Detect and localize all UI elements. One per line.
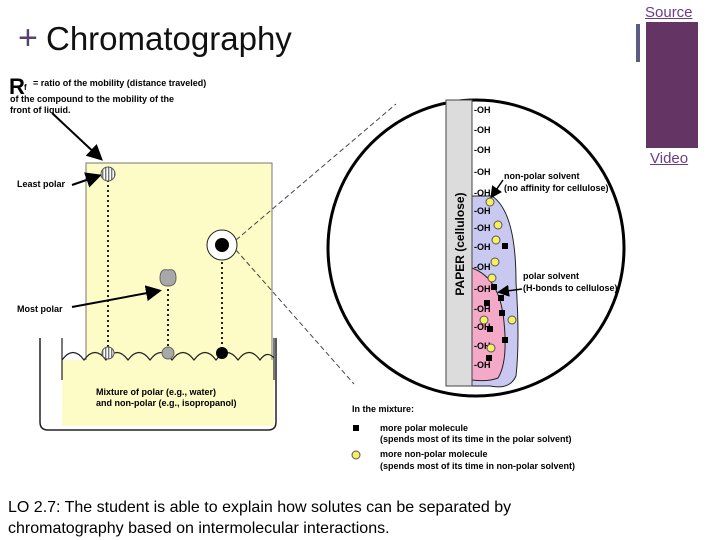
learning-objective: LO 2.7: The student is able to explain h… [8, 499, 512, 537]
oh-label: -OH [474, 145, 491, 155]
oh-label: -OH [474, 188, 491, 198]
beaker [39, 338, 277, 431]
polar-molecule [487, 326, 493, 332]
video-link[interactable]: Video [650, 150, 689, 167]
spot-most-polar-top [159, 269, 177, 287]
rf-definition-line3: front of liquid. [10, 105, 70, 115]
legend-more-polar-note: (spends most of its time in the polar so… [380, 434, 572, 444]
liquid-surface [61, 351, 275, 362]
oh-label: -OH [474, 262, 491, 272]
polar-molecule [502, 337, 508, 343]
nonpolar-molecule [490, 257, 500, 267]
polar-solvent-label-line2: (H-bonds to cellulose) [523, 283, 618, 293]
polar-molecules [484, 243, 508, 361]
polar-molecule [484, 300, 490, 306]
legend-more-nonpolar: more non-polar molecule [380, 449, 488, 459]
polar-molecule [486, 355, 492, 361]
nonpolar-molecule [485, 197, 495, 207]
oh-label: -OH [474, 125, 491, 135]
nonpolar-molecule [487, 273, 497, 283]
zoom-line-top [235, 103, 397, 241]
rf-symbol: R [9, 74, 25, 99]
oh-label: -OH [474, 242, 491, 252]
nonpolar-molecule [486, 343, 496, 353]
nonpolar-solvent-arrow [490, 179, 504, 199]
slide-title: Chromatography [46, 20, 292, 57]
spot-least-polar-origin [101, 346, 115, 360]
nonpolar-molecule [493, 220, 503, 230]
polar-solvent-label-line1: polar solvent [523, 271, 579, 281]
paper-label: PAPER (cellulose) [453, 192, 467, 295]
oh-label: -OH [474, 223, 491, 233]
nonpolar-molecule [491, 235, 501, 245]
legend-more-polar: more polar molecule [380, 423, 468, 433]
mixture-label-line2: and non-polar (e.g., isopropanol) [96, 398, 237, 408]
mixture-label-line1: Mixture of polar (e.g., water) [96, 387, 216, 397]
most-polar-arrow [71, 285, 162, 308]
nonpolar-dot-legend-icon [351, 450, 361, 460]
polar-molecule [499, 310, 505, 316]
least-polar-arrow [71, 172, 102, 188]
polar-molecule [491, 284, 497, 290]
rf-arrow [51, 112, 103, 161]
accent-panel [646, 22, 698, 148]
zoom-line-bottom [235, 249, 355, 385]
mixture-liquid [62, 360, 274, 426]
polar-solvent-arrow [497, 284, 523, 297]
oh-label: -OH [474, 304, 491, 314]
least-polar-label: Least polar [17, 179, 66, 189]
rf-subscript: f [24, 83, 27, 92]
polar-molecule [498, 295, 504, 301]
spot-most-polar-origin [161, 346, 175, 360]
legend-more-nonpolar-note: (spends most of its time in non-polar so… [380, 461, 575, 471]
nonpolar-molecule [479, 315, 489, 325]
oh-groups: -OH -OH -OH -OH -OH -OH -OH -OH -OH -OH … [474, 105, 491, 370]
spot-mixture-origin [216, 347, 228, 359]
polar-square-legend-icon [353, 425, 359, 431]
oh-label: -OH [474, 322, 491, 332]
nonpolar-molecule [507, 315, 517, 325]
oh-label: -OH [474, 206, 491, 216]
oh-label: -OH [474, 167, 491, 177]
spot-mixture-top [215, 238, 229, 252]
oh-label: -OH [474, 284, 491, 294]
oh-label: -OH [474, 341, 491, 351]
nonpolar-solvent-label-line1: non-polar solvent [504, 171, 580, 181]
source-link[interactable]: Source [645, 4, 693, 21]
legend-heading: In the mixture: [352, 404, 414, 414]
accent-bar [636, 24, 640, 62]
chromatography-paper [85, 162, 273, 376]
oh-label: -OH [474, 360, 491, 370]
rf-definition-line2: of the compound to the mobility of the [10, 94, 174, 104]
paper-strip [445, 99, 473, 387]
polar-molecule [502, 243, 508, 249]
title-plus-icon: + [18, 19, 38, 57]
nonpolar-solvent-label-line2: (no affinity for cellulose) [504, 183, 609, 193]
rf-definition-line1: = ratio of the mobility (distance travel… [33, 78, 206, 88]
most-polar-label: Most polar [17, 304, 63, 314]
spot-least-polar-top [100, 166, 116, 182]
oh-label: -OH [474, 105, 491, 115]
nonpolar-molecules [479, 197, 517, 353]
